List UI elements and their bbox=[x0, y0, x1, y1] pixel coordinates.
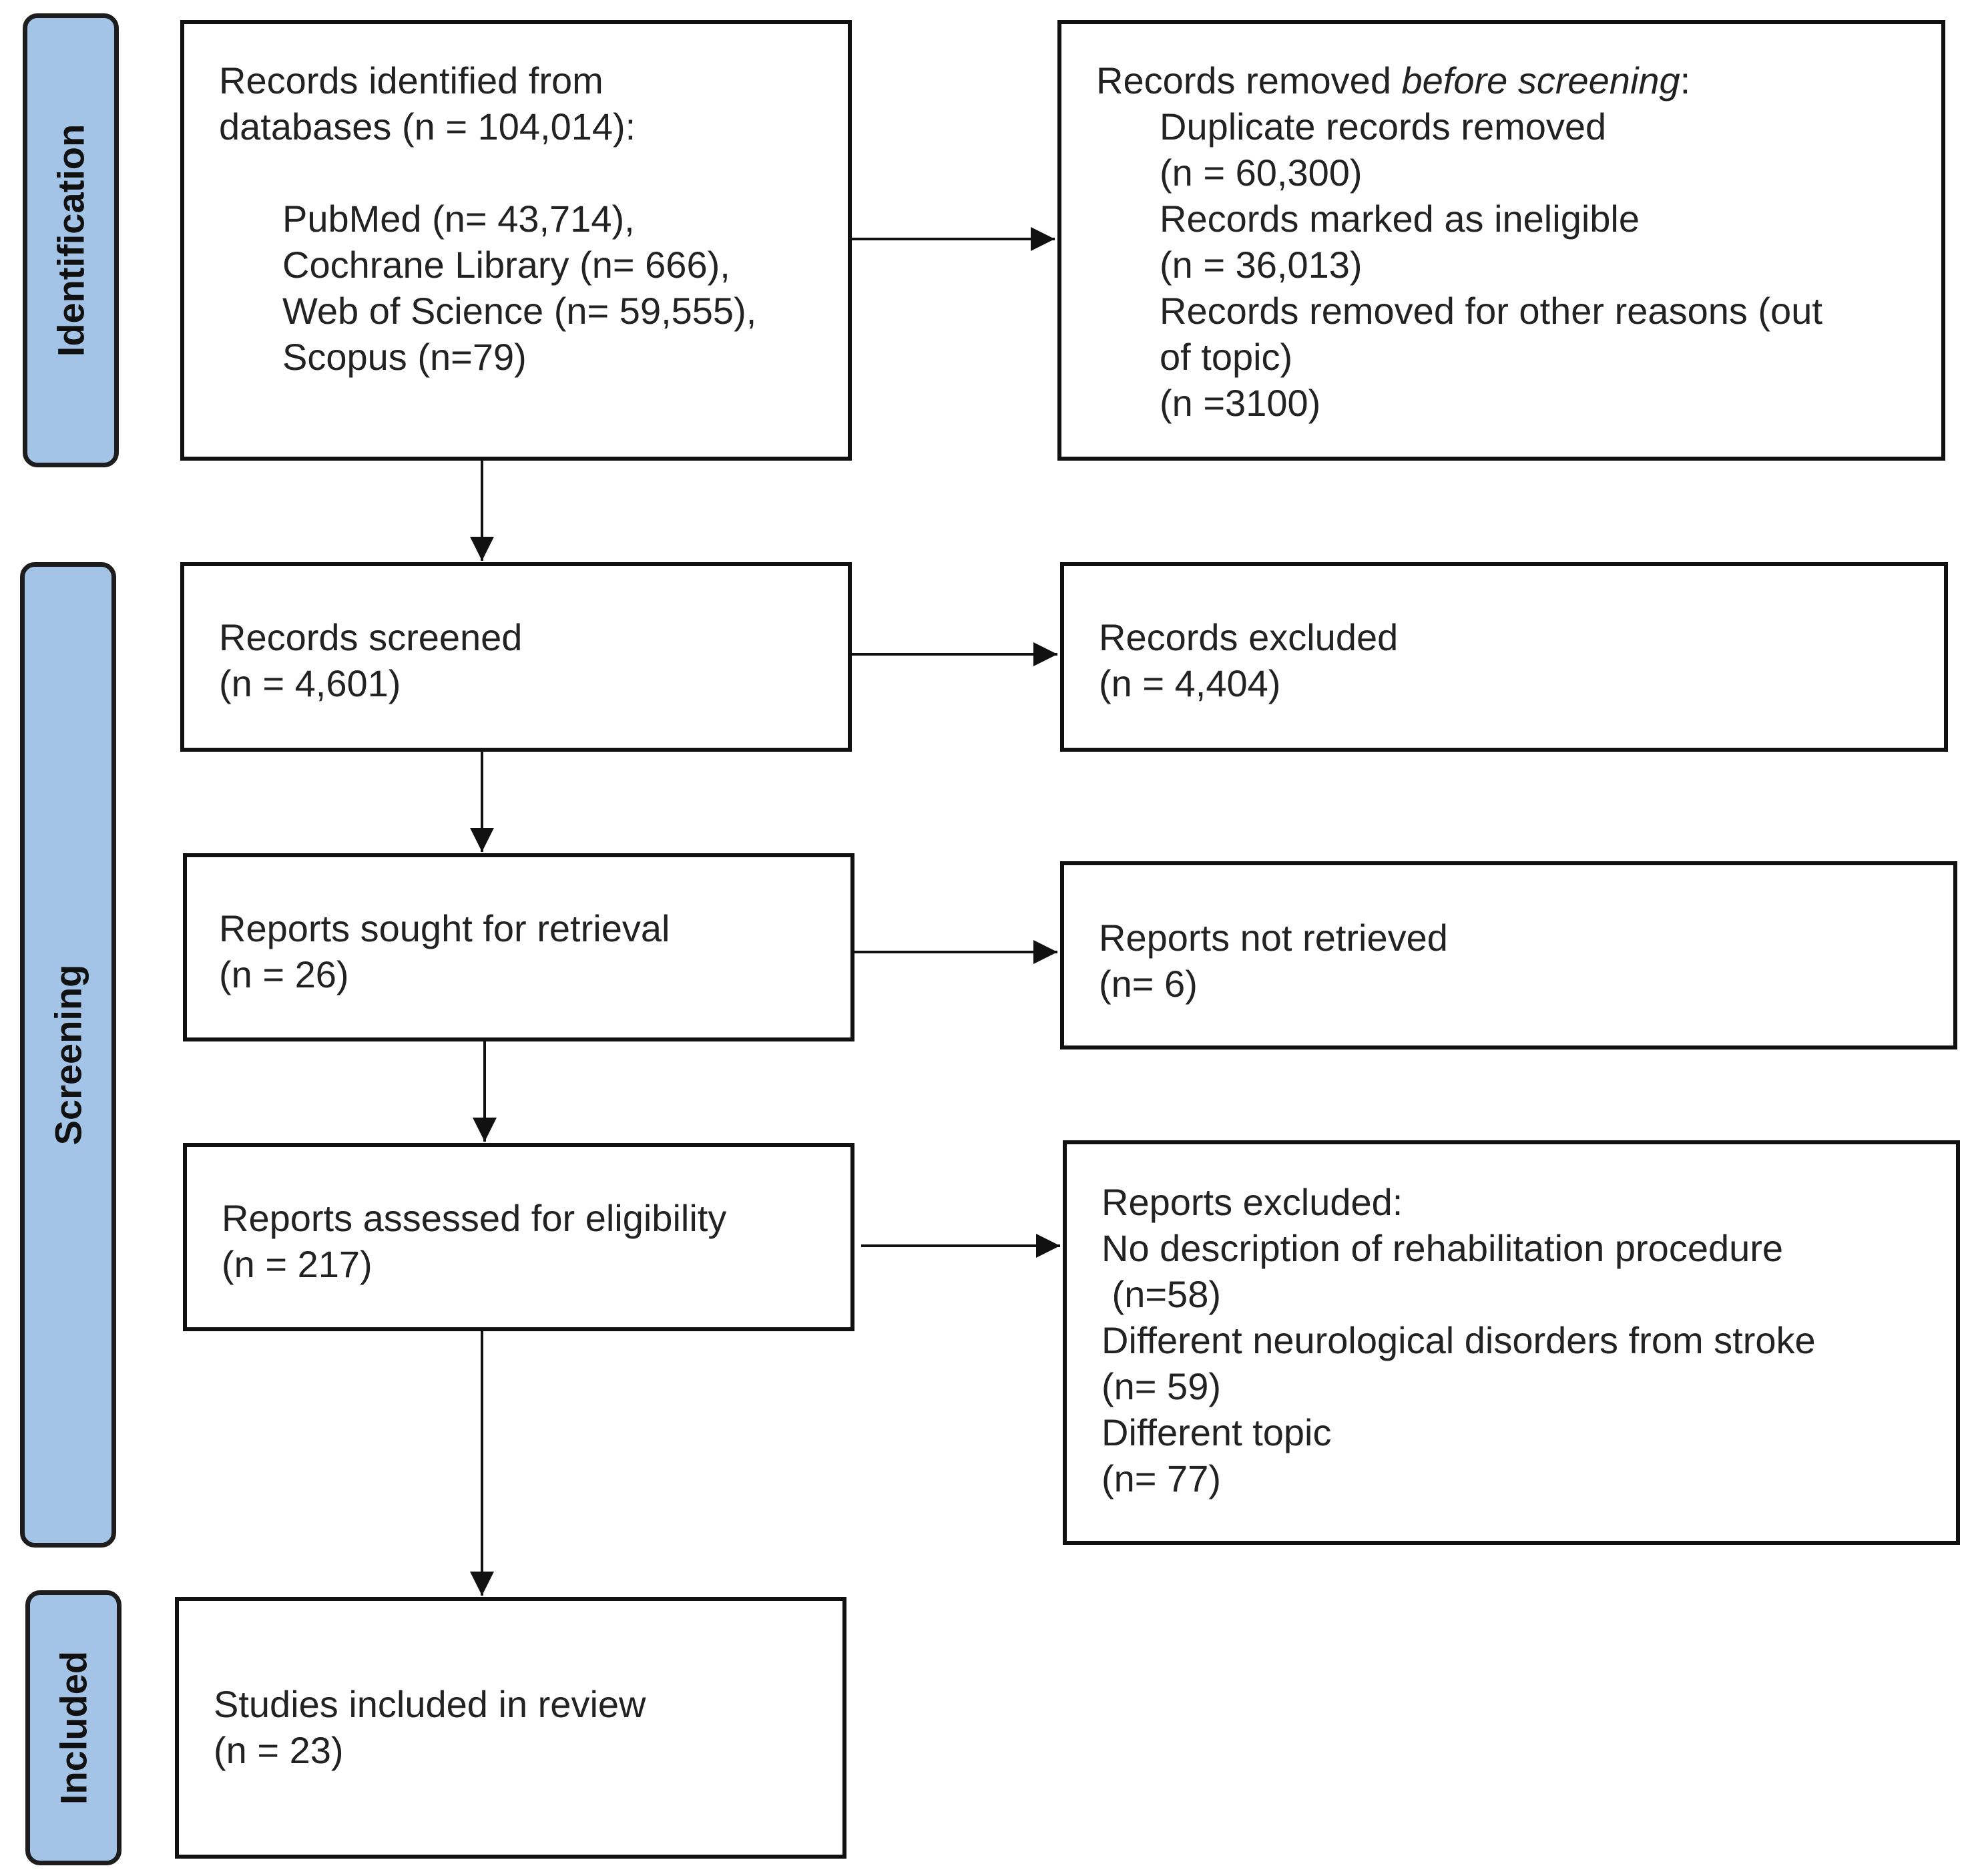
reports-excluded-heading: Reports excluded: bbox=[1101, 1181, 1403, 1223]
records-screened-text: Records screened (n = 4,601) bbox=[219, 614, 522, 706]
records-removed-box: Records removed before screening: Duplic… bbox=[1057, 20, 1945, 461]
phase-screening: Screening bbox=[20, 562, 116, 1548]
removed-duplicates-count: (n = 60,300) bbox=[1160, 152, 1363, 194]
records-identified-line2: databases (n = 104,014): bbox=[219, 105, 636, 148]
records-screened-label: Records screened bbox=[219, 616, 523, 658]
studies-included-count: (n = 23) bbox=[214, 1729, 344, 1771]
reports-sought-box: Reports sought for retrieval (n = 26) bbox=[183, 853, 854, 1041]
records-excluded-box: Records excluded (n = 4,404) bbox=[1060, 562, 1948, 752]
records-excluded-text: Records excluded (n = 4,404) bbox=[1099, 614, 1398, 706]
phase-included: Included bbox=[25, 1590, 121, 1865]
studies-included-text: Studies included in review (n = 23) bbox=[214, 1681, 646, 1773]
reports-assessed-count: (n = 217) bbox=[222, 1243, 373, 1285]
reports-not-retrieved-text: Reports not retrieved (n= 6) bbox=[1099, 915, 1448, 1007]
excluded-no-description-label: No description of rehabilitation procedu… bbox=[1101, 1227, 1784, 1269]
reports-not-retrieved-count: (n= 6) bbox=[1099, 963, 1198, 1005]
source-pubmed: PubMed (n= 43,714), bbox=[282, 198, 635, 240]
records-screened-box: Records screened (n = 4,601) bbox=[180, 562, 852, 752]
studies-included-label: Studies included in review bbox=[214, 1683, 646, 1725]
records-excluded-count: (n = 4,404) bbox=[1099, 662, 1281, 704]
reports-sought-label: Reports sought for retrieval bbox=[219, 907, 670, 949]
source-cochrane: Cochrane Library (n= 666), bbox=[282, 244, 730, 286]
reports-excluded-box: Reports excluded: No description of reha… bbox=[1063, 1140, 1960, 1545]
records-excluded-label: Records excluded bbox=[1099, 616, 1399, 658]
records-identified-box: Records identified from databases (n = 1… bbox=[180, 20, 852, 461]
records-identified-line1: Records identified from bbox=[219, 59, 603, 101]
records-removed-heading-em: before screening bbox=[1401, 59, 1680, 101]
records-removed-heading-suffix: : bbox=[1680, 59, 1691, 101]
reports-assessed-box: Reports assessed for eligibility (n = 21… bbox=[183, 1143, 854, 1331]
reports-assessed-text: Reports assessed for eligibility (n = 21… bbox=[222, 1195, 726, 1287]
reports-sought-text: Reports sought for retrieval (n = 26) bbox=[219, 905, 670, 997]
removed-other-label-cont: of topic) bbox=[1160, 336, 1293, 378]
records-identified-text: Records identified from databases (n = 1… bbox=[219, 57, 756, 380]
reports-assessed-label: Reports assessed for eligibility bbox=[222, 1197, 727, 1239]
excluded-no-description-count: (n=58) bbox=[1101, 1273, 1221, 1315]
excluded-different-disorders-label: Different neurological disorders from st… bbox=[1101, 1319, 1816, 1361]
removed-duplicates-label: Duplicate records removed bbox=[1160, 105, 1607, 148]
removed-other-label: Records removed for other reasons (out bbox=[1160, 290, 1822, 332]
removed-ineligible-label: Records marked as ineligible bbox=[1160, 198, 1640, 240]
reports-not-retrieved-box: Reports not retrieved (n= 6) bbox=[1060, 861, 1957, 1049]
reports-excluded-text: Reports excluded: No description of reha… bbox=[1101, 1179, 1816, 1501]
records-removed-heading-prefix: Records removed bbox=[1096, 59, 1402, 101]
excluded-different-disorders-count: (n= 59) bbox=[1101, 1365, 1221, 1407]
records-screened-count: (n = 4,601) bbox=[219, 662, 401, 704]
excluded-different-topic-label: Different topic bbox=[1101, 1411, 1332, 1453]
source-scopus: Scopus (n=79) bbox=[282, 336, 527, 378]
phase-identification: Identification bbox=[23, 13, 119, 467]
records-removed-text: Records removed before screening: Duplic… bbox=[1096, 57, 1822, 426]
removed-ineligible-count: (n = 36,013) bbox=[1160, 244, 1363, 286]
source-web-of-science: Web of Science (n= 59,555), bbox=[282, 290, 757, 332]
removed-other-count: (n =3100) bbox=[1160, 382, 1321, 424]
reports-not-retrieved-label: Reports not retrieved bbox=[1099, 917, 1448, 959]
records-removed-heading: Records removed before screening: bbox=[1096, 57, 1822, 103]
excluded-different-topic-count: (n= 77) bbox=[1101, 1457, 1221, 1499]
studies-included-box: Studies included in review (n = 23) bbox=[175, 1597, 846, 1859]
reports-sought-count: (n = 26) bbox=[219, 953, 349, 995]
